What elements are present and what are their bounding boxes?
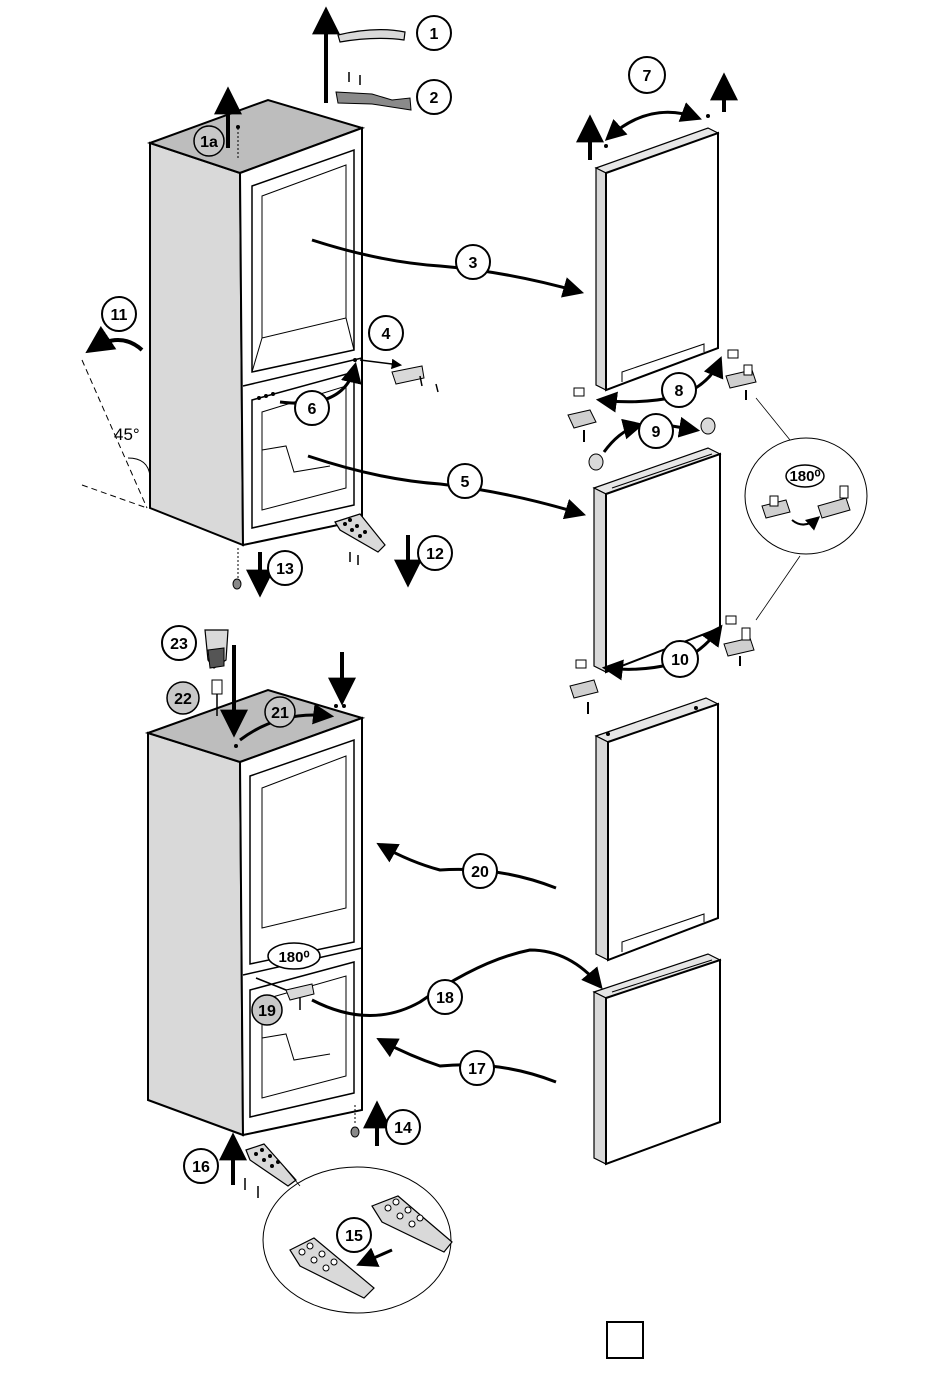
adjustable-foot	[233, 548, 260, 592]
tilt-angle-label: 45°	[114, 425, 140, 444]
svg-text:11: 11	[111, 307, 128, 324]
hinge-rotation-detail: 180⁰	[745, 398, 867, 620]
freezer-door	[594, 448, 720, 672]
callout-9: 9	[639, 414, 673, 448]
callout-18: 18	[428, 980, 462, 1014]
svg-text:21: 21	[271, 705, 289, 722]
screw-icon	[436, 384, 438, 392]
swap-arrow-icon	[608, 112, 698, 138]
callout-3: 3	[456, 245, 490, 279]
svg-text:15: 15	[345, 1228, 363, 1245]
callout-2: 2	[417, 80, 451, 114]
callout-17: 17	[460, 1051, 494, 1085]
callout-13: 13	[268, 551, 302, 585]
tilt-arrow-icon	[90, 340, 142, 350]
reversed-fridge-door	[596, 698, 718, 960]
callout-14: 14	[386, 1110, 420, 1144]
reversed-freezer-door	[594, 954, 720, 1164]
svg-text:8: 8	[675, 383, 684, 400]
svg-text:5: 5	[461, 474, 470, 491]
callout-16: 16	[184, 1149, 218, 1183]
svg-text:4: 4	[382, 326, 391, 343]
svg-text:17: 17	[468, 1061, 486, 1078]
svg-text:9: 9	[652, 424, 661, 441]
callout-23: 23	[162, 626, 196, 660]
callout-15: 15	[337, 1218, 371, 1252]
svg-text:22: 22	[174, 691, 192, 708]
callout-10: 10	[662, 641, 698, 677]
svg-text:12: 12	[426, 546, 444, 563]
callout-1a: 1a	[194, 126, 224, 156]
callout-8: 8	[662, 373, 696, 407]
callout-6: 6	[295, 391, 329, 425]
callout-21: 21	[265, 697, 295, 727]
svg-text:20: 20	[471, 864, 489, 881]
tilt-guide: 45°	[82, 340, 150, 508]
callout-20: 20	[463, 854, 497, 888]
svg-text:23: 23	[170, 636, 188, 653]
callout-4: 4	[369, 316, 403, 350]
callout-11: 11	[102, 297, 136, 331]
svg-text:16: 16	[192, 1159, 210, 1176]
svg-text:1a: 1a	[200, 134, 218, 151]
svg-text:13: 13	[276, 561, 294, 578]
bottom-hinge-part	[335, 514, 408, 582]
upper-cabinet	[150, 100, 362, 545]
callout-7: 7	[629, 57, 665, 93]
svg-text:7: 7	[643, 68, 652, 85]
callout-5: 5	[448, 464, 482, 498]
svg-text:19: 19	[258, 1003, 276, 1020]
callout-19: 19	[252, 995, 282, 1025]
svg-text:14: 14	[394, 1120, 412, 1137]
svg-text:18: 18	[436, 990, 454, 1007]
svg-text:2: 2	[430, 90, 439, 107]
svg-text:6: 6	[308, 401, 317, 418]
svg-text:10: 10	[671, 652, 689, 669]
svg-text:1: 1	[430, 26, 439, 43]
bottom-hinge-part	[233, 1138, 296, 1198]
rotate-hinge-label: 180⁰	[789, 468, 820, 485]
rotate-middle-hinge-label: 180⁰	[278, 949, 309, 966]
page-number-box	[607, 1322, 643, 1358]
svg-text:3: 3	[469, 255, 478, 272]
screw-icon	[349, 72, 360, 85]
upper-door	[590, 78, 724, 390]
callout-12: 12	[418, 536, 452, 570]
callout-1: 1	[417, 16, 451, 50]
callout-22: 22	[167, 682, 199, 714]
lower-cabinet	[148, 690, 362, 1135]
